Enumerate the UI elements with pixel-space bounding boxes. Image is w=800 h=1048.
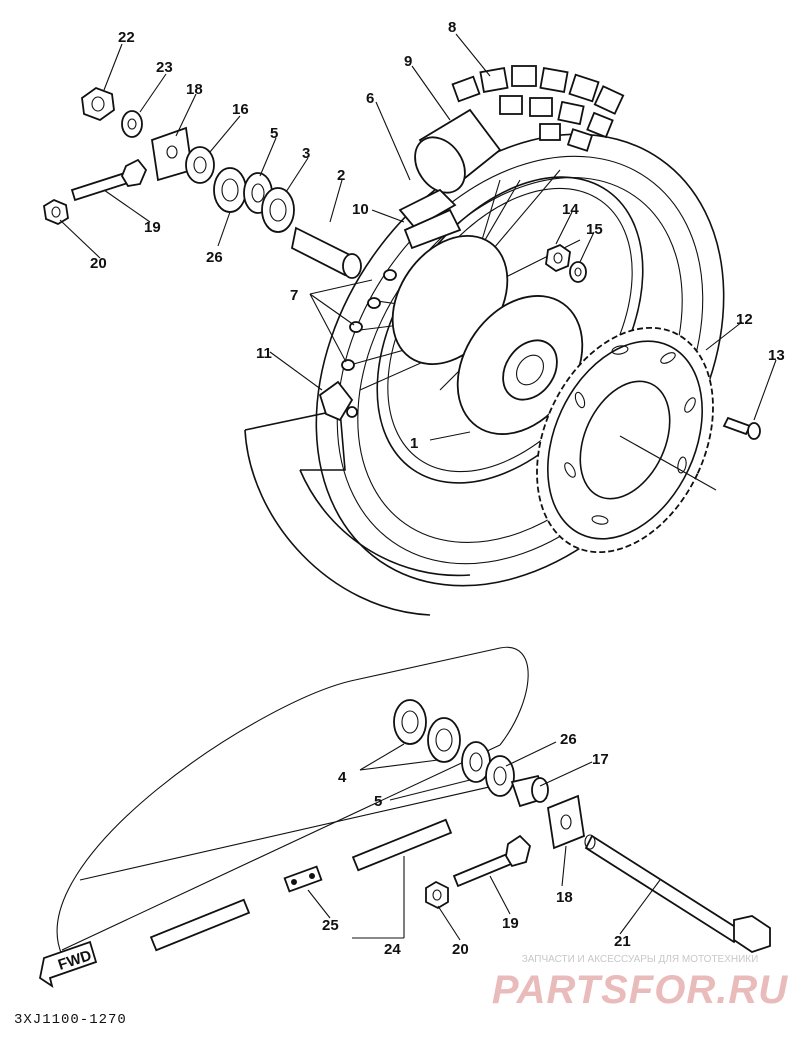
callout-15: 15 bbox=[586, 221, 603, 238]
bearing-3 bbox=[261, 187, 295, 233]
callout-17: 17 bbox=[592, 751, 609, 768]
hub bbox=[391, 234, 584, 435]
axle-collar-2 bbox=[290, 226, 362, 279]
leader-lines bbox=[59, 33, 777, 941]
callout-5-lower: 5 bbox=[374, 793, 382, 810]
callout-10: 10 bbox=[352, 201, 369, 218]
adjuster-18-lower bbox=[547, 794, 585, 850]
tire bbox=[244, 65, 725, 616]
drive-chain-outline bbox=[56, 646, 529, 956]
callout-5: 5 bbox=[270, 125, 278, 142]
callout-26-lower: 26 bbox=[560, 731, 577, 748]
tire-tread bbox=[451, 65, 625, 152]
callout-20-lower: 20 bbox=[452, 941, 469, 958]
callout-11: 11 bbox=[256, 345, 272, 362]
callout-19: 19 bbox=[144, 219, 161, 236]
bearing-4a bbox=[393, 699, 427, 745]
chain-joint-25 bbox=[283, 865, 323, 893]
bolt-19-upper bbox=[70, 158, 148, 202]
bolt-19-lower bbox=[452, 834, 531, 888]
callout-23: 23 bbox=[156, 59, 173, 76]
callout-18-lower: 18 bbox=[556, 889, 573, 906]
callout-26: 26 bbox=[206, 249, 223, 266]
oil-seal-26-lower bbox=[485, 755, 515, 797]
watermark-tagline: ЗАПЧАСТИ И АКСЕССУАРЫ ДЛЯ МОТОТЕХНИКИ bbox=[521, 954, 759, 965]
callout-22: 22 bbox=[118, 29, 135, 46]
adjuster-18-upper bbox=[150, 126, 194, 182]
callout-19-lower: 19 bbox=[502, 915, 519, 932]
washer-23 bbox=[121, 110, 143, 138]
nut-22 bbox=[81, 86, 115, 122]
washer-15 bbox=[569, 261, 587, 283]
nut-20-upper bbox=[43, 198, 69, 226]
nut-14 bbox=[545, 243, 571, 273]
rim-lock bbox=[318, 380, 358, 422]
callout-3: 3 bbox=[302, 145, 310, 162]
callout-6: 6 bbox=[366, 90, 374, 107]
callout-25: 25 bbox=[322, 917, 339, 934]
bearing-4b bbox=[427, 717, 461, 763]
callout-16: 16 bbox=[232, 101, 249, 118]
callout-14: 14 bbox=[562, 201, 579, 218]
callout-13: 13 bbox=[768, 347, 785, 364]
watermark-logo: PARTSFOR.RU bbox=[491, 968, 789, 1012]
callout-24: 24 bbox=[384, 941, 401, 958]
callout-9: 9 bbox=[404, 53, 412, 70]
diagram-code: 3XJ1100-1270 bbox=[14, 1012, 127, 1028]
axle-21 bbox=[584, 834, 771, 953]
callout-7: 7 bbox=[290, 287, 298, 304]
callout-12: 12 bbox=[736, 311, 753, 328]
sprocket-bolt bbox=[722, 416, 761, 440]
callout-8: 8 bbox=[448, 19, 456, 36]
chain-guard bbox=[398, 108, 502, 250]
oil-seal-26-upper bbox=[213, 167, 247, 213]
callout-20: 20 bbox=[90, 255, 107, 272]
chain-24 bbox=[149, 818, 453, 952]
callout-18: 18 bbox=[186, 81, 203, 98]
collar-16 bbox=[185, 146, 215, 184]
callout-21: 21 bbox=[614, 933, 631, 950]
sprocket bbox=[536, 326, 714, 554]
collar-17 bbox=[510, 774, 549, 808]
callout-4: 4 bbox=[338, 769, 347, 786]
callout-1: 1 bbox=[410, 435, 418, 452]
callout-2: 2 bbox=[337, 167, 345, 184]
callout-labels: 1 2 3 4 5 5 6 7 8 9 10 11 12 13 14 15 16… bbox=[90, 19, 785, 958]
nut-20-lower bbox=[425, 880, 449, 910]
fwd-arrow-icon: FWD bbox=[38, 940, 98, 989]
